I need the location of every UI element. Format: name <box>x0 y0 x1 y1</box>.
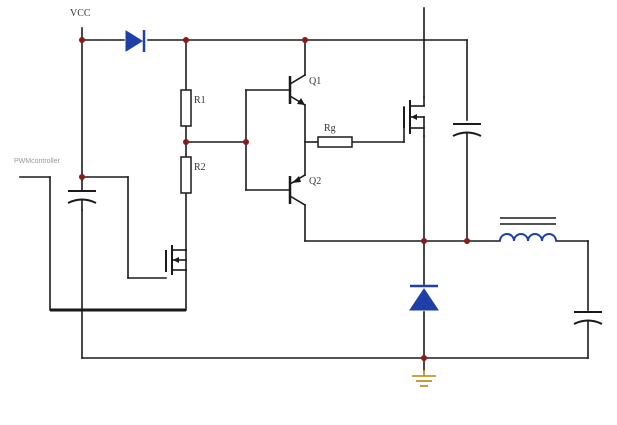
resistor-rg <box>317 136 353 148</box>
output-capacitor <box>573 311 603 325</box>
supply-diode <box>125 30 146 52</box>
vcc-label: VCC <box>70 8 91 19</box>
transistor-q1 <box>288 73 307 107</box>
q2-label: Q2 <box>309 176 321 187</box>
small-mosfet <box>165 245 187 275</box>
resistor-r2 <box>180 156 192 194</box>
fw-diode-triangle <box>409 288 439 311</box>
diode-triangle <box>125 30 143 52</box>
r2-label: R2 <box>194 162 206 173</box>
bootstrap-capacitor <box>67 179 97 211</box>
wires <box>19 7 589 371</box>
r1-label: R1 <box>194 95 206 106</box>
resistor-r1 <box>180 89 192 127</box>
freewheel-diode <box>409 284 439 311</box>
pwm-input-label: PWMcontroller <box>14 158 61 165</box>
rg-label: Rg <box>324 123 336 134</box>
inductor <box>499 217 557 242</box>
main-mosfet <box>403 96 425 137</box>
q1-label: Q1 <box>309 76 321 87</box>
junction-dots <box>79 37 470 361</box>
input-capacitor <box>452 123 482 137</box>
ground-symbol <box>412 370 436 387</box>
transistor-q2 <box>288 173 307 207</box>
